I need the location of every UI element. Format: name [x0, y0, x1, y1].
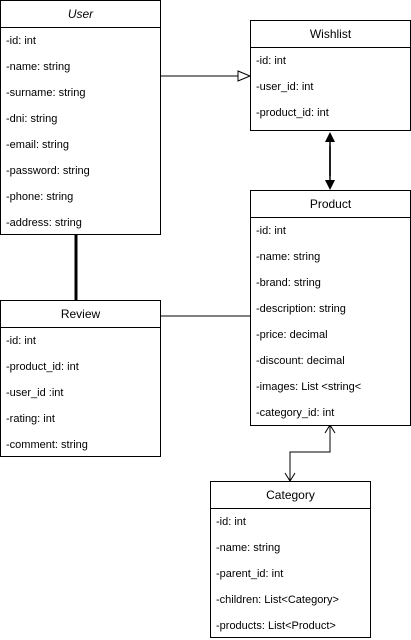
field: -children: List<Category>	[216, 594, 339, 606]
field: -id: int	[6, 335, 36, 347]
class-wishlist: Wishlist -id: int -user_id: int -product…	[250, 20, 411, 131]
field: -id: int	[216, 516, 246, 528]
field: -products: List<Product>	[216, 620, 336, 632]
field: -product_id: int	[6, 361, 79, 373]
class-review-fields: -id: int -product_id: int -user_id :int …	[1, 328, 160, 458]
product-category-link	[289, 426, 331, 481]
field: -address: string	[6, 217, 82, 229]
field: -user_id :int	[6, 387, 64, 399]
field: -name: string	[216, 542, 281, 554]
field: -surname: string	[6, 87, 86, 99]
wishlist-product-arrow-down	[325, 180, 335, 190]
field: -category_id: int	[256, 407, 335, 419]
class-wishlist-title: Wishlist	[251, 21, 410, 48]
class-product: Product -id: int -name: string -brand: s…	[250, 190, 411, 426]
field: -price: decimal	[256, 329, 328, 341]
field: -id: int	[256, 55, 286, 67]
field: -email: string	[6, 139, 69, 151]
field: -comment: string	[6, 439, 88, 451]
wishlist-product-arrow-up	[325, 132, 335, 142]
field: -brand: string	[256, 277, 321, 289]
field: -product_id: int	[256, 107, 329, 119]
field: -parent_id: int	[216, 568, 284, 580]
field: -password: string	[6, 165, 90, 177]
field: -user_id: int	[256, 81, 314, 93]
class-category: Category -id: int -name: string -parent_…	[210, 481, 371, 638]
field: -phone: string	[6, 191, 74, 203]
field: -images: List <string<	[256, 381, 362, 393]
class-user: User -id: int -name: string -surname: st…	[0, 0, 161, 235]
class-user-title: User	[1, 1, 160, 28]
class-product-title: Product	[251, 191, 410, 218]
field: -rating: int	[6, 413, 55, 425]
field: -name: string	[256, 251, 321, 263]
class-product-fields: -id: int -name: string -brand: string -d…	[251, 218, 410, 426]
field: -name: string	[6, 61, 71, 73]
field: -dni: string	[6, 113, 58, 125]
field: -id: int	[256, 225, 286, 237]
field: -discount: decimal	[256, 355, 345, 367]
field: -description: string	[256, 303, 346, 315]
class-review: Review -id: int -product_id: int -user_i…	[0, 300, 161, 457]
class-category-fields: -id: int -name: string -parent_id: int -…	[211, 509, 370, 639]
class-category-title: Category	[211, 482, 370, 509]
class-user-fields: -id: int -name: string -surname: string …	[1, 28, 160, 236]
field: -id: int	[6, 35, 36, 47]
class-wishlist-fields: -id: int -user_id: int -product_id: int	[251, 48, 410, 126]
class-review-title: Review	[1, 301, 160, 328]
